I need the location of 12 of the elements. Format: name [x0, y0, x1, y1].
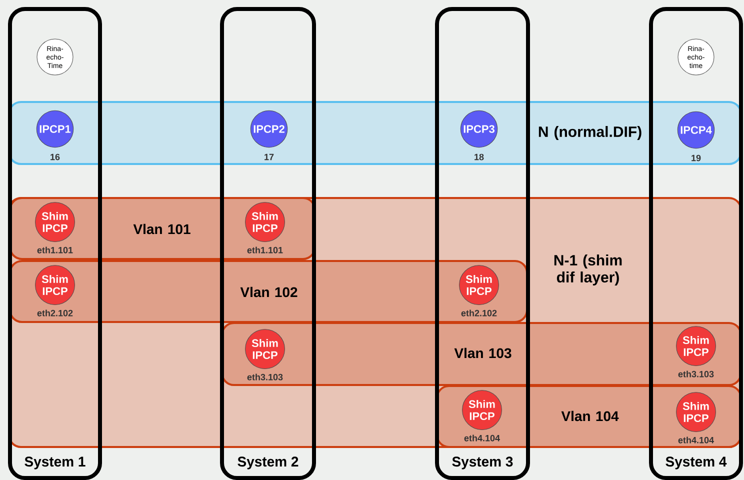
- node-caption: eth4.104: [464, 434, 500, 442]
- node-caption: eth2.102: [461, 310, 497, 316]
- ipcp-number: 17: [264, 154, 274, 160]
- node-caption: eth1.101: [247, 246, 283, 254]
- ipcp-number: 16: [50, 154, 60, 160]
- node-caption: eth3.103: [678, 370, 714, 378]
- node-caption: eth2.102: [37, 310, 73, 316]
- ipcp-number: 18: [474, 154, 484, 160]
- node-caption: eth1.101: [37, 246, 73, 254]
- node-caption: eth3.103: [247, 374, 283, 380]
- ipcp-number: 19: [692, 154, 701, 162]
- node-caption: eth4.104: [678, 436, 714, 444]
